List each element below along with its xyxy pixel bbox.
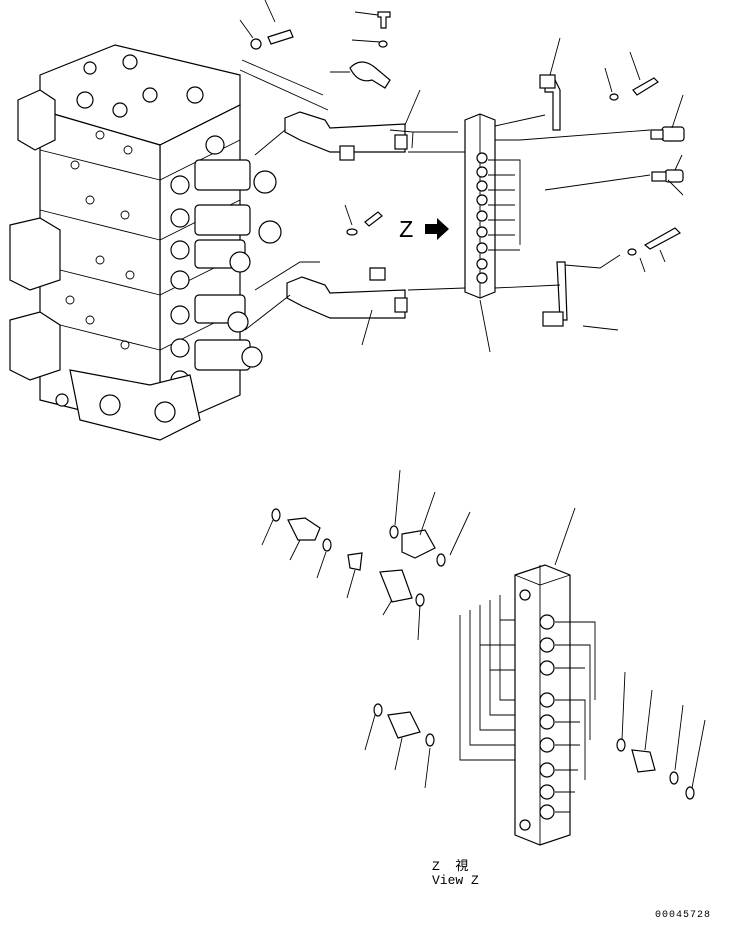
leader-lines-upper	[239, 0, 684, 353]
view-caption-jp: Z 視	[432, 859, 469, 874]
bolts-and-washers	[250, 11, 681, 256]
view-z-marker: Z	[399, 218, 414, 245]
solenoid-valve-stack	[170, 135, 282, 390]
view-z-arrow	[425, 218, 449, 240]
upper-bracket	[284, 111, 408, 161]
manifold-ports	[539, 614, 555, 820]
manifold-block-upper	[464, 113, 521, 299]
lower-bracket	[286, 267, 408, 319]
hose-clamp	[349, 61, 391, 89]
control-valve-assembly	[9, 44, 282, 441]
view-caption-en: View Z	[432, 873, 479, 888]
drawing-number: 00045728	[655, 910, 712, 921]
solid-arrow-right-icon	[425, 218, 449, 240]
view-z-detail	[261, 469, 706, 846]
pressure-sensor-upper	[650, 126, 685, 142]
lower-right-bracket	[542, 261, 568, 327]
pressure-sensor-lower	[651, 169, 684, 183]
upper-right-bracket	[539, 74, 561, 131]
